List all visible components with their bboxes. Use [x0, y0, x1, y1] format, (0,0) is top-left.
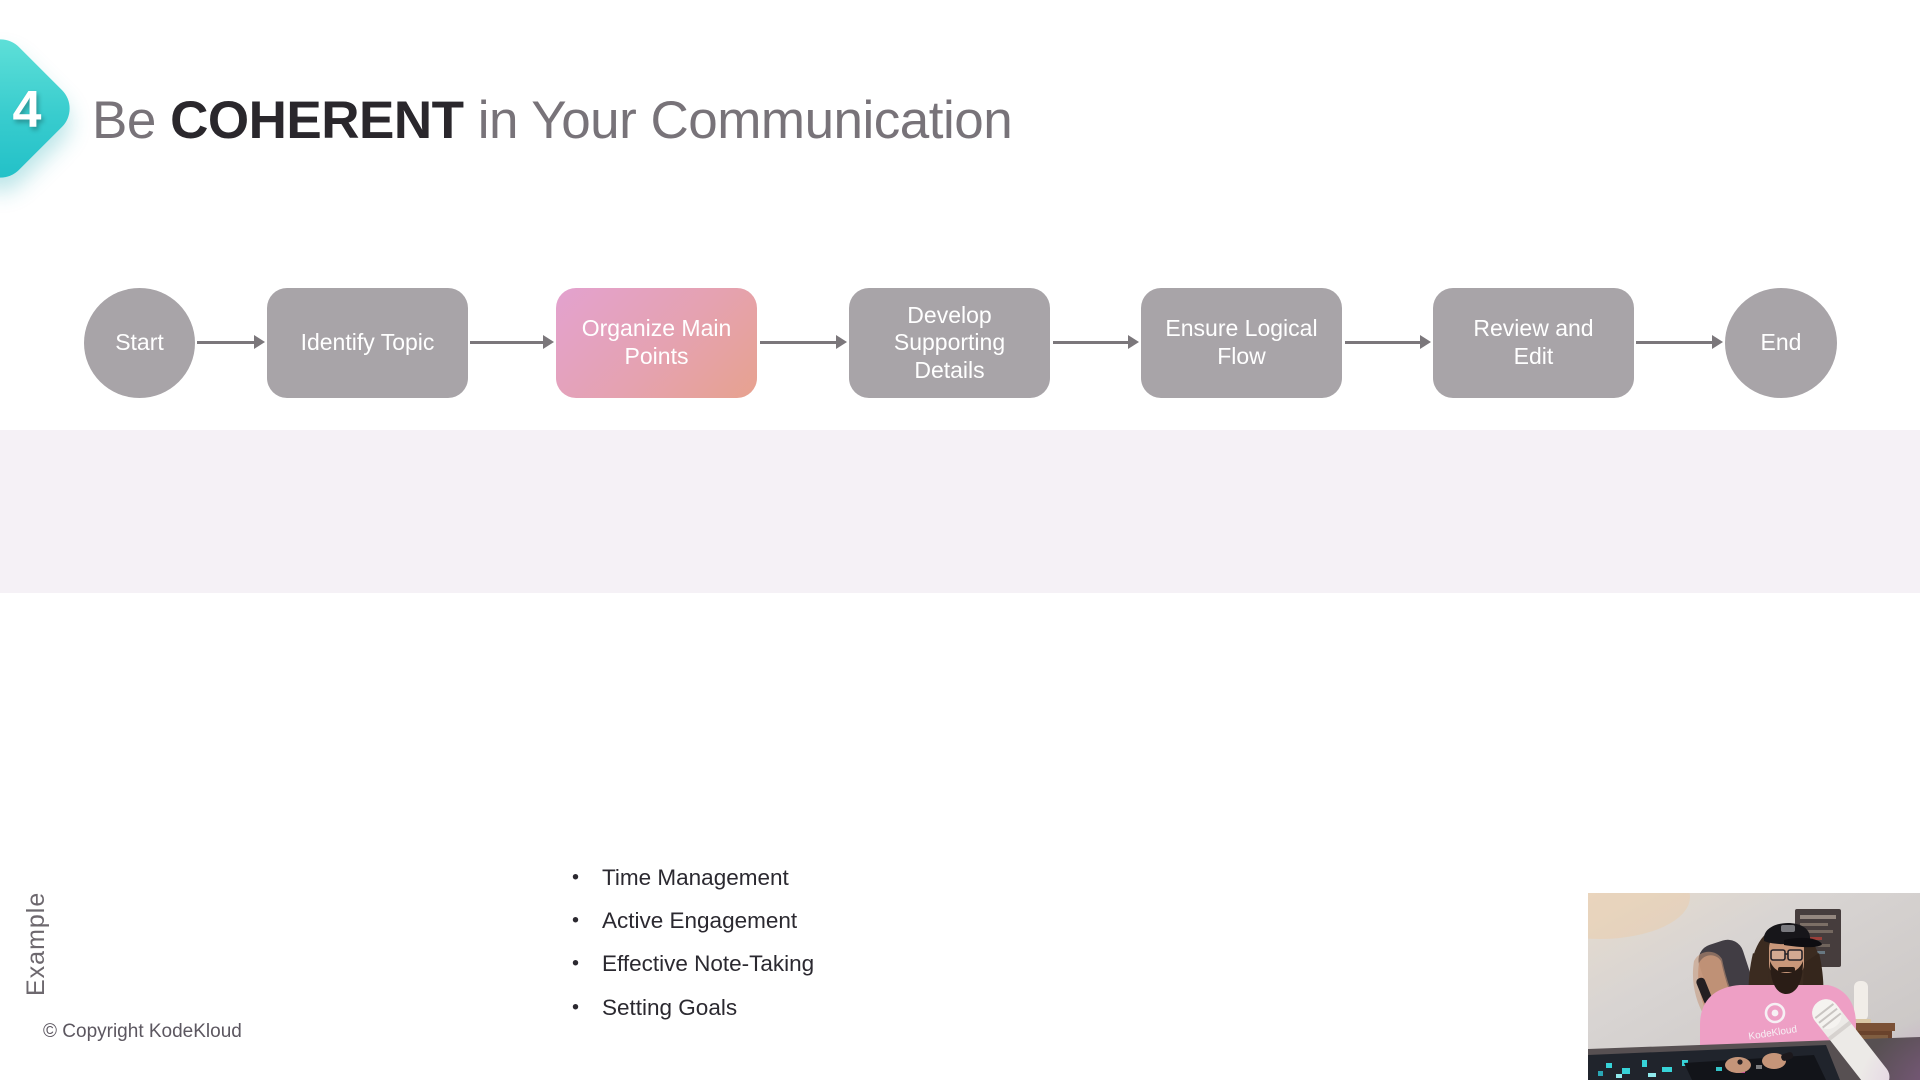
flow-arrow — [1345, 335, 1431, 349]
flowchart-node-start: Start — [84, 288, 195, 398]
node-label: Review and Edit — [1473, 315, 1594, 369]
flow-arrow — [197, 335, 265, 349]
title-emphasis: COHERENT — [170, 91, 464, 150]
list-item: Setting Goals — [570, 986, 814, 1029]
example-section-label: Example — [22, 891, 50, 996]
webcam-scene: KodeKloud — [1588, 893, 1920, 1080]
list-item: Time Management — [570, 856, 814, 899]
node-label: Ensure Logical Flow — [1165, 315, 1318, 369]
flow-arrow — [1636, 335, 1723, 349]
presenter-beard — [1770, 961, 1803, 994]
flow-arrow — [1053, 335, 1139, 349]
baseball-cap — [1763, 922, 1822, 948]
purple-glow — [1835, 993, 1920, 1080]
glasses — [1770, 949, 1803, 961]
flow-arrow — [470, 335, 554, 349]
example-bullet-list: Time Management Active Engagement Effect… — [570, 856, 814, 1029]
title-suffix: in Your Communication — [463, 91, 1013, 150]
node-label: Identify Topic — [300, 329, 435, 356]
ring — [1737, 1059, 1743, 1065]
node-label: End — [1760, 329, 1802, 356]
flow-arrow — [760, 335, 847, 349]
copyright-notice: © Copyright KodeKloud — [43, 1021, 242, 1042]
node-label: Start — [115, 329, 164, 356]
watch — [1781, 1052, 1794, 1061]
keyboard — [1684, 1055, 1826, 1080]
flowchart-node-identify-topic: Identify Topic — [267, 288, 468, 398]
node-label: Develop Supporting Details — [893, 301, 1006, 383]
page-title: Be COHERENT in Your Communication — [92, 91, 1013, 150]
hands — [1725, 1052, 1794, 1073]
warm-light — [1588, 893, 1690, 939]
flowchart-node-ensure-logical-flow: Ensure Logical Flow — [1141, 288, 1342, 398]
title-prefix: Be — [92, 91, 171, 150]
presenter-webcam-overlay: KodeKloud — [1588, 893, 1920, 1080]
flowchart-node-end: End — [1725, 288, 1837, 398]
wristband — [1696, 977, 1713, 1005]
list-item: Effective Note-Taking — [570, 943, 814, 986]
badge-diamond-shape — [0, 28, 81, 189]
flowchart-node-organize-main-points: Organize Main Points — [556, 288, 757, 398]
flowchart-node-review-and-edit: Review and Edit — [1433, 288, 1634, 398]
node-label: Organize Main Points — [581, 315, 732, 369]
flowchart-node-develop-supporting-details: Develop Supporting Details — [849, 288, 1050, 398]
cap-logo — [1781, 925, 1795, 932]
slide-number: 4 — [12, 81, 42, 139]
list-item: Active Engagement — [570, 899, 814, 942]
example-section: Example Time Management Active Engagemen… — [0, 430, 1920, 1020]
